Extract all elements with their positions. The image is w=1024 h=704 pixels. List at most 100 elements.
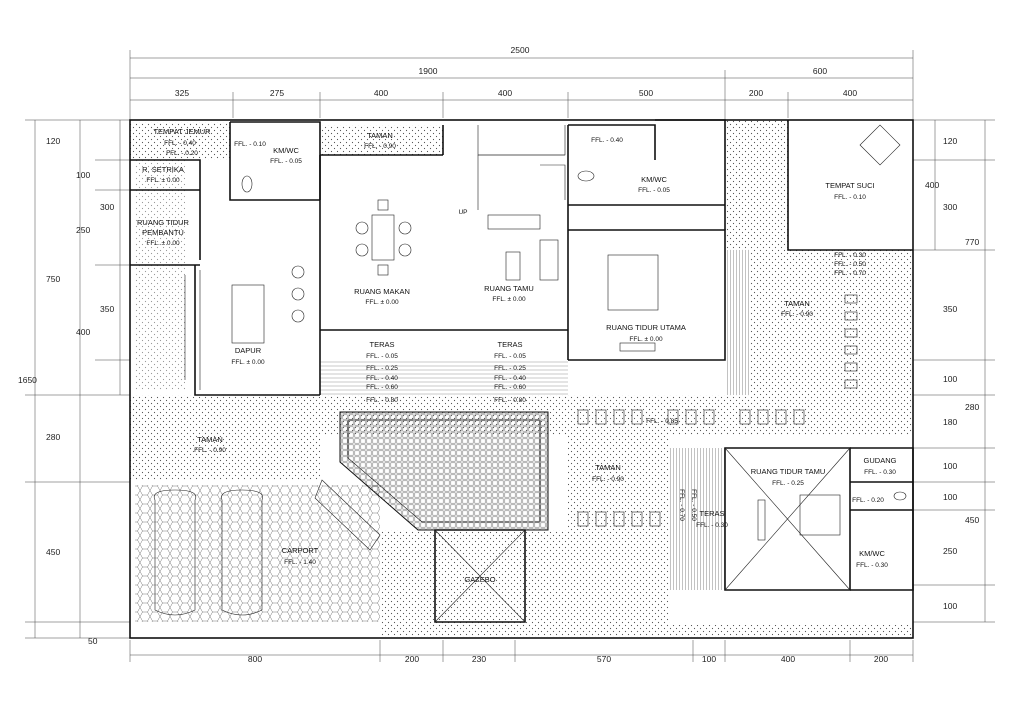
dim-right-seg: 400: [925, 180, 939, 190]
room-name-r-setrika: R. SETRIKA: [142, 165, 184, 174]
dim-bottom-seg: 230: [472, 654, 486, 664]
room-name-ruang-tamu: RUANG TAMU: [484, 284, 534, 293]
site-ground: [130, 120, 913, 637]
dim-left-c: 450: [46, 547, 60, 557]
room-name-taman: TAMAN: [784, 299, 810, 308]
room-level: FFL. - 0.40: [591, 137, 623, 144]
dim-top-seg: 325: [175, 88, 189, 98]
room-level: FFL. - 0.90: [781, 311, 813, 318]
walls: [129, 119, 914, 639]
room-name-kmwc: KM/WC: [859, 549, 885, 558]
dim-right-seg: 100: [943, 601, 957, 611]
room-level: FFL. ± 0.00: [492, 296, 526, 303]
room-level: FFL. - 0.30: [696, 522, 728, 529]
terrace-level: FFL. - 0.40: [494, 375, 526, 382]
stair-up-label: UP: [458, 209, 467, 216]
room-level: FFL. ± 0.00: [231, 359, 265, 366]
room-level: FFL. ± 0.00: [146, 240, 180, 247]
stepping-stones: [577, 294, 858, 527]
room-level: FFL. - 0.90: [592, 476, 624, 483]
shrine-symbol: [859, 124, 901, 166]
dim-right-seg: 100: [943, 492, 957, 502]
room-level: FFL. - 0.40: [164, 140, 196, 147]
car-left: [153, 489, 197, 616]
dining-table: [371, 214, 395, 261]
dim-right-seg: 120: [943, 136, 957, 146]
room-name-teras: TERAS: [699, 509, 724, 518]
dim-top-seg: 400: [498, 88, 512, 98]
dim-top-b: 600: [813, 66, 827, 76]
room-name-kmwc: KM/WC: [641, 175, 667, 184]
terrace-level: FFL. - 0.60: [494, 384, 526, 391]
dim-left-b: 280: [46, 432, 60, 442]
room-level: FFL. - 0.90: [364, 143, 396, 150]
fixtures: [153, 124, 907, 623]
terrace-level: FFL. - 0.05: [494, 353, 526, 360]
room-name-taman: TAMAN: [595, 463, 621, 472]
room-level: FFL. - 0.30: [864, 469, 896, 476]
room-level: FFL. - 0.10: [834, 194, 866, 201]
room-level: FFL. ± 0.00: [146, 177, 180, 184]
room-level: FFL. - 0.10: [234, 141, 266, 148]
dim-top-seg: 400: [843, 88, 857, 98]
dim-top-seg: 275: [270, 88, 284, 98]
dim-top-a: 1900: [419, 66, 438, 76]
room-name-taman: TAMAN: [367, 131, 393, 140]
dim-right-seg: 250: [943, 546, 957, 556]
garden-right: [750, 250, 913, 395]
dim-right-seg: 180: [943, 417, 957, 427]
terrace-level: FFL. - 0.25: [494, 365, 526, 372]
room-name-ruang-tidur-utama: RUANG TIDUR UTAMA: [606, 323, 686, 332]
dim-left-inner: 300: [100, 202, 114, 212]
room-level: FFL. - 0.20: [852, 497, 884, 504]
room-name-kmwc: KM/WC: [273, 146, 299, 155]
room-level: FFL. - 0.20: [166, 150, 198, 157]
room-name-carport: CARPORT: [282, 546, 319, 555]
dim-right-seg: 350: [943, 304, 957, 314]
dim-bottom-seg: 200: [405, 654, 419, 664]
dim-bottom-seg: 570: [597, 654, 611, 664]
terrace-level: FFL. - 0.60: [366, 384, 398, 391]
dim-top-seg: 500: [639, 88, 653, 98]
terrace-name: TERAS: [497, 340, 522, 349]
dim-left-d: 50: [88, 636, 98, 646]
garden-level: FFL. - 0.30: [834, 252, 866, 259]
dim-total-width: 2500: [511, 45, 530, 55]
terrace-vertical-level: FFL. - 0.50: [690, 489, 697, 521]
room-name-gudang: GUDANG: [864, 456, 897, 465]
dim-right-seg: 100: [943, 374, 957, 384]
carport-paving: [135, 485, 380, 622]
dim-left-a: 750: [46, 274, 60, 284]
room-level: FFL. - 0.25: [772, 480, 804, 487]
dim-bottom-seg: 400: [781, 654, 795, 664]
terrace-labels: TERAS FFL. - 0.05 FFL. - 0.25 FFL. - 0.4…: [366, 209, 866, 521]
path-level: FFL. - 0.85: [646, 418, 678, 425]
terrace-vertical-level: FFL. - 0.70: [678, 489, 685, 521]
dim-left-inner: 250: [76, 225, 90, 235]
room-level: FFL. - 0.05: [638, 187, 670, 194]
room-name-gazebo: GAZEBO: [464, 575, 495, 584]
dim-right-seg: 280: [965, 402, 979, 412]
dim-bottom-seg: 100: [702, 654, 716, 664]
dimension-lines: [25, 50, 995, 662]
garden-level: FFL. - 0.50: [834, 261, 866, 268]
kitchen-island: [231, 284, 265, 344]
room-level: FFL. - 0.90: [194, 447, 226, 454]
terrace-level: FFL. - 0.05: [366, 353, 398, 360]
dim-right-seg: 450: [965, 515, 979, 525]
terrace-name: TERAS: [369, 340, 394, 349]
room-name-tempat-jemur: TEMPAT JEMUR: [153, 127, 211, 136]
dim-right-seg: 300: [943, 202, 957, 212]
garden-top: [320, 125, 443, 155]
room-name-line2: PEMBANTU: [142, 228, 184, 237]
terrace-level: FFL. - 0.80: [366, 397, 398, 404]
terrace-level: FFL. - 0.25: [366, 365, 398, 372]
room-level: FFL. - 0.05: [270, 158, 302, 165]
room-level: FFL. - 1.40: [284, 559, 316, 566]
room-level: FFL. ± 0.00: [365, 299, 399, 306]
room-name-dapur: DAPUR: [235, 346, 262, 355]
garden-center: [568, 435, 670, 625]
garden-level: FFL. - 0.70: [834, 270, 866, 277]
dim-left-inner: 100: [76, 170, 90, 180]
